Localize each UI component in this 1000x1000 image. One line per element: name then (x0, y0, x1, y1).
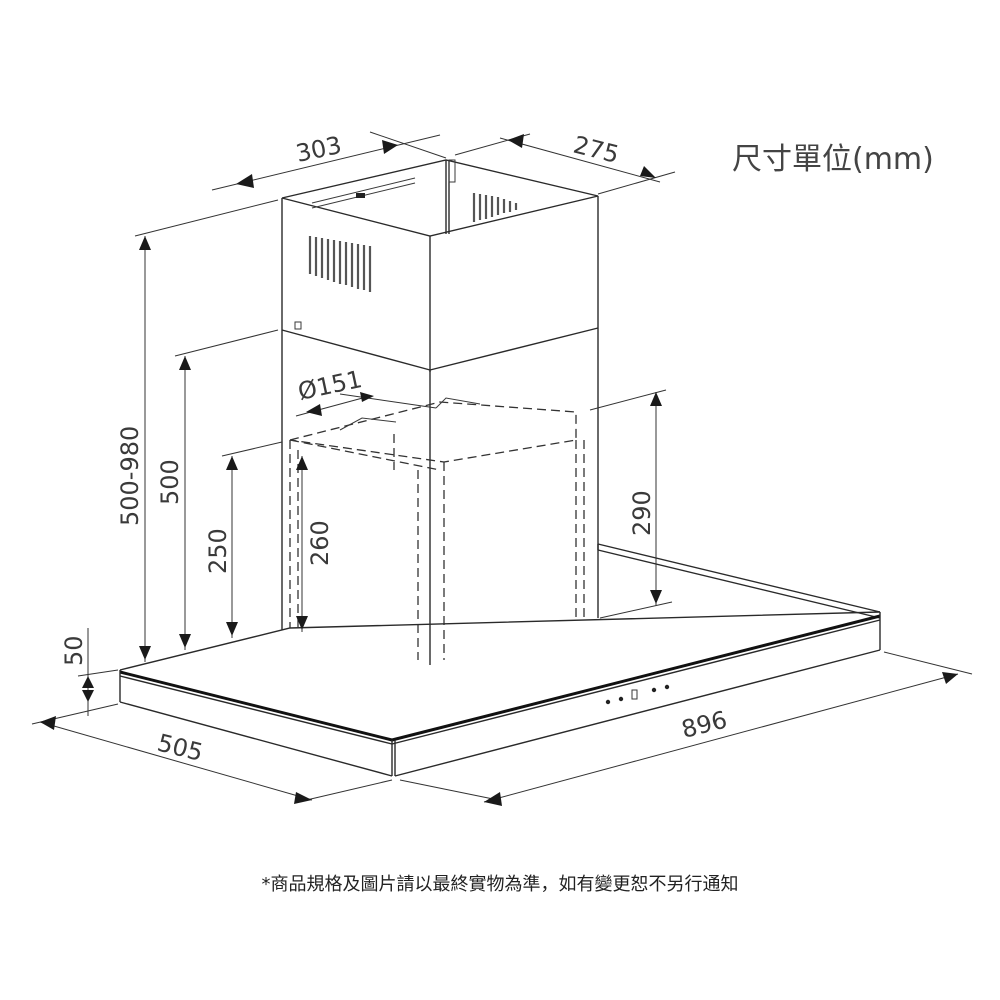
control-button[interactable] (651, 687, 657, 693)
unit-label: 尺寸單位(mm) (732, 142, 934, 177)
control-button[interactable] (605, 699, 611, 705)
dimension-lines (31, 131, 973, 806)
disclaimer-note: *商品規格及圖片請以最終實物為準，如有變更恕不另行通知 (261, 874, 739, 895)
control-button[interactable] (664, 684, 670, 690)
dim-motor-left: 250 (204, 528, 232, 574)
dim-chimney-depth: 275 (571, 131, 622, 169)
dim-lower-chimney: 500 (156, 459, 184, 505)
control-panel (605, 684, 670, 705)
dim-duct-diameter: Ø151 (295, 365, 364, 406)
control-display (631, 689, 638, 700)
canopy (119, 543, 881, 777)
lower-chimney (281, 330, 599, 665)
dim-motor-front: 260 (306, 520, 334, 566)
dim-canopy-thickness: 50 (60, 635, 88, 666)
dim-total-height: 500-980 (116, 426, 144, 526)
upper-chimney (281, 159, 599, 372)
control-button[interactable] (618, 696, 624, 702)
vent-grille-left (308, 236, 372, 292)
dim-motor-right: 290 (628, 490, 656, 536)
vent-grille-back (472, 193, 518, 222)
dim-canopy-depth: 505 (155, 729, 206, 767)
dim-chimney-width: 303 (293, 131, 344, 168)
motor-box-hidden (289, 397, 585, 660)
dimension-labels: 303 275 Ø151 500-980 500 250 260 290 50 … (60, 131, 730, 767)
